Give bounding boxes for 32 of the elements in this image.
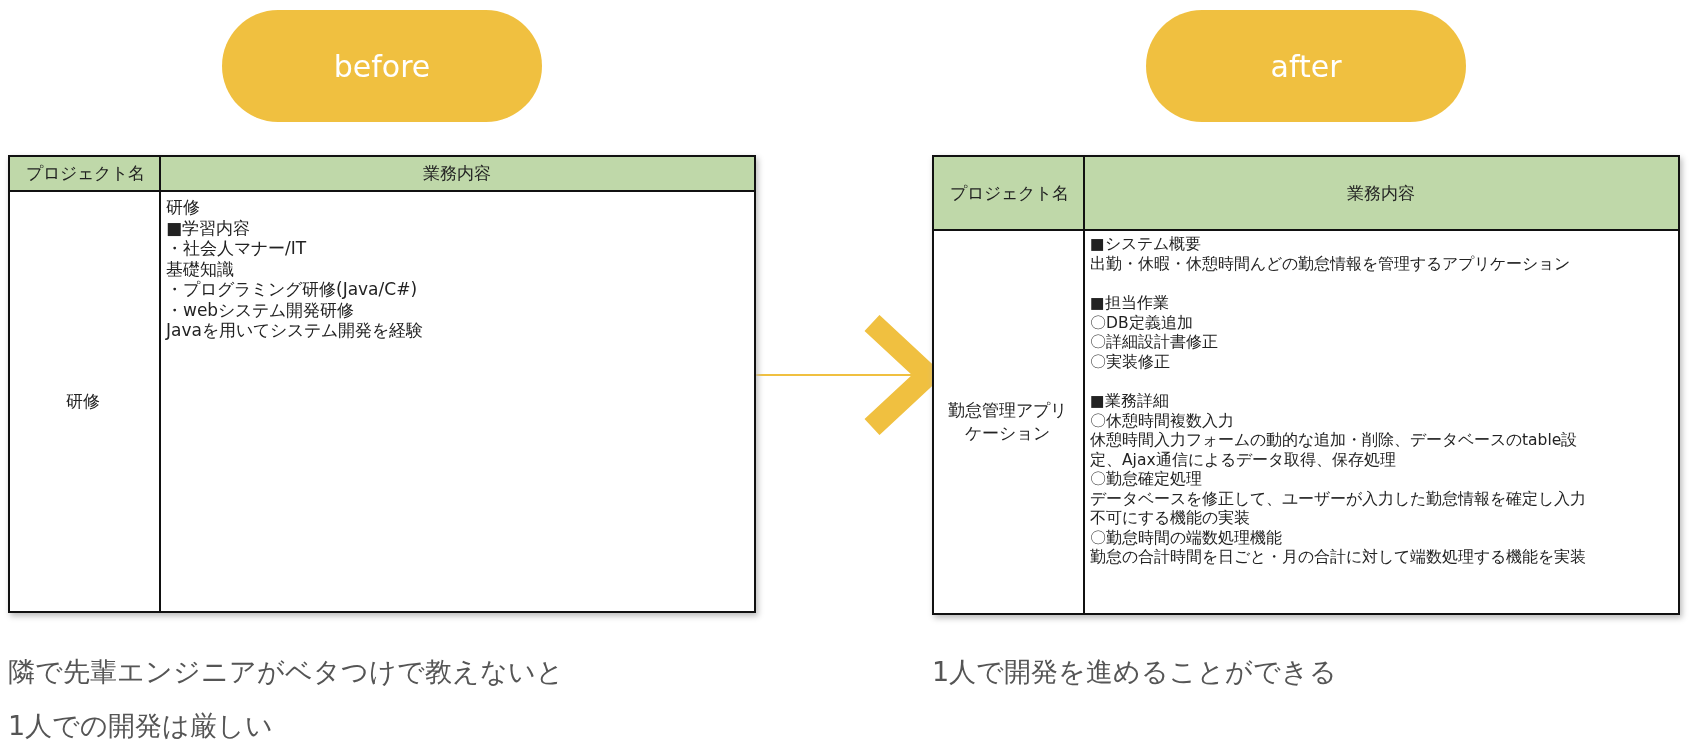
cell-text: ■業務詳細	[1090, 392, 1170, 412]
cell-text: 〇休憩時間複数入力	[1090, 411, 1235, 431]
cell-text: 〇実装修正	[1090, 352, 1171, 372]
cell-text: 基礎知識	[166, 258, 235, 279]
cell-text: ■学習内容	[166, 217, 252, 238]
header-cell: 業務内容	[1084, 157, 1678, 231]
cell-text: ■担当作業	[1090, 294, 1170, 314]
cell-text: 〇勤怠確定処理	[1090, 470, 1203, 490]
cell-text: 研修	[166, 197, 201, 218]
table	[932, 155, 1680, 615]
label-pill: before	[222, 10, 542, 122]
label-pill: after	[1146, 10, 1466, 122]
table	[8, 155, 756, 613]
cell-text: 出勤・休暇・休憩時間んどの勤怠情報を管理するアプリケーション	[1090, 254, 1571, 274]
cell-text: データベースを修正して、ユーザーが入力した勤怠情報を確定し入力不可にする機能の実装	[1090, 489, 1587, 529]
table-cell-text: 勤怠管理アプリケーション	[946, 399, 1068, 445]
header-cell: プロジェクト名	[934, 157, 1084, 231]
table-cell-text: 研修	[65, 390, 101, 413]
cell-text: ■システム概要	[1090, 235, 1202, 255]
cell-text: Javaを用いてシステム開発を経験	[166, 320, 424, 341]
cell-text: 勤怠の合計時間を日ごと・月の合計に対して端数処理する機能を実装	[1090, 548, 1587, 568]
cell-text: 休憩時間入力フォームの動的な追加・削除、データベースのtable設定、Ajax通信によるデータ取得、保存処理	[1090, 431, 1579, 470]
cell-text: 〇勤怠時間の端数処理機能	[1090, 528, 1283, 548]
caption-text: 隣で先輩エンジニアがベタつけで教えないと1人での開発は厳しい	[8, 655, 565, 743]
caption-text: 1人で開発を進めることができる	[932, 655, 1339, 689]
cell-text: 〇DB定義追加	[1090, 313, 1194, 333]
header-cell: プロジェクト名	[10, 157, 160, 192]
cell-text: 〇詳細設計書修正	[1090, 333, 1219, 353]
header-cell: 業務内容	[160, 157, 754, 192]
cell-text: ・webシステム開発研修	[166, 299, 356, 320]
cell-text: ・社会人マナー/IT	[166, 238, 308, 259]
cell-text: ・プログラミング研修(Java/C#)	[166, 279, 418, 300]
